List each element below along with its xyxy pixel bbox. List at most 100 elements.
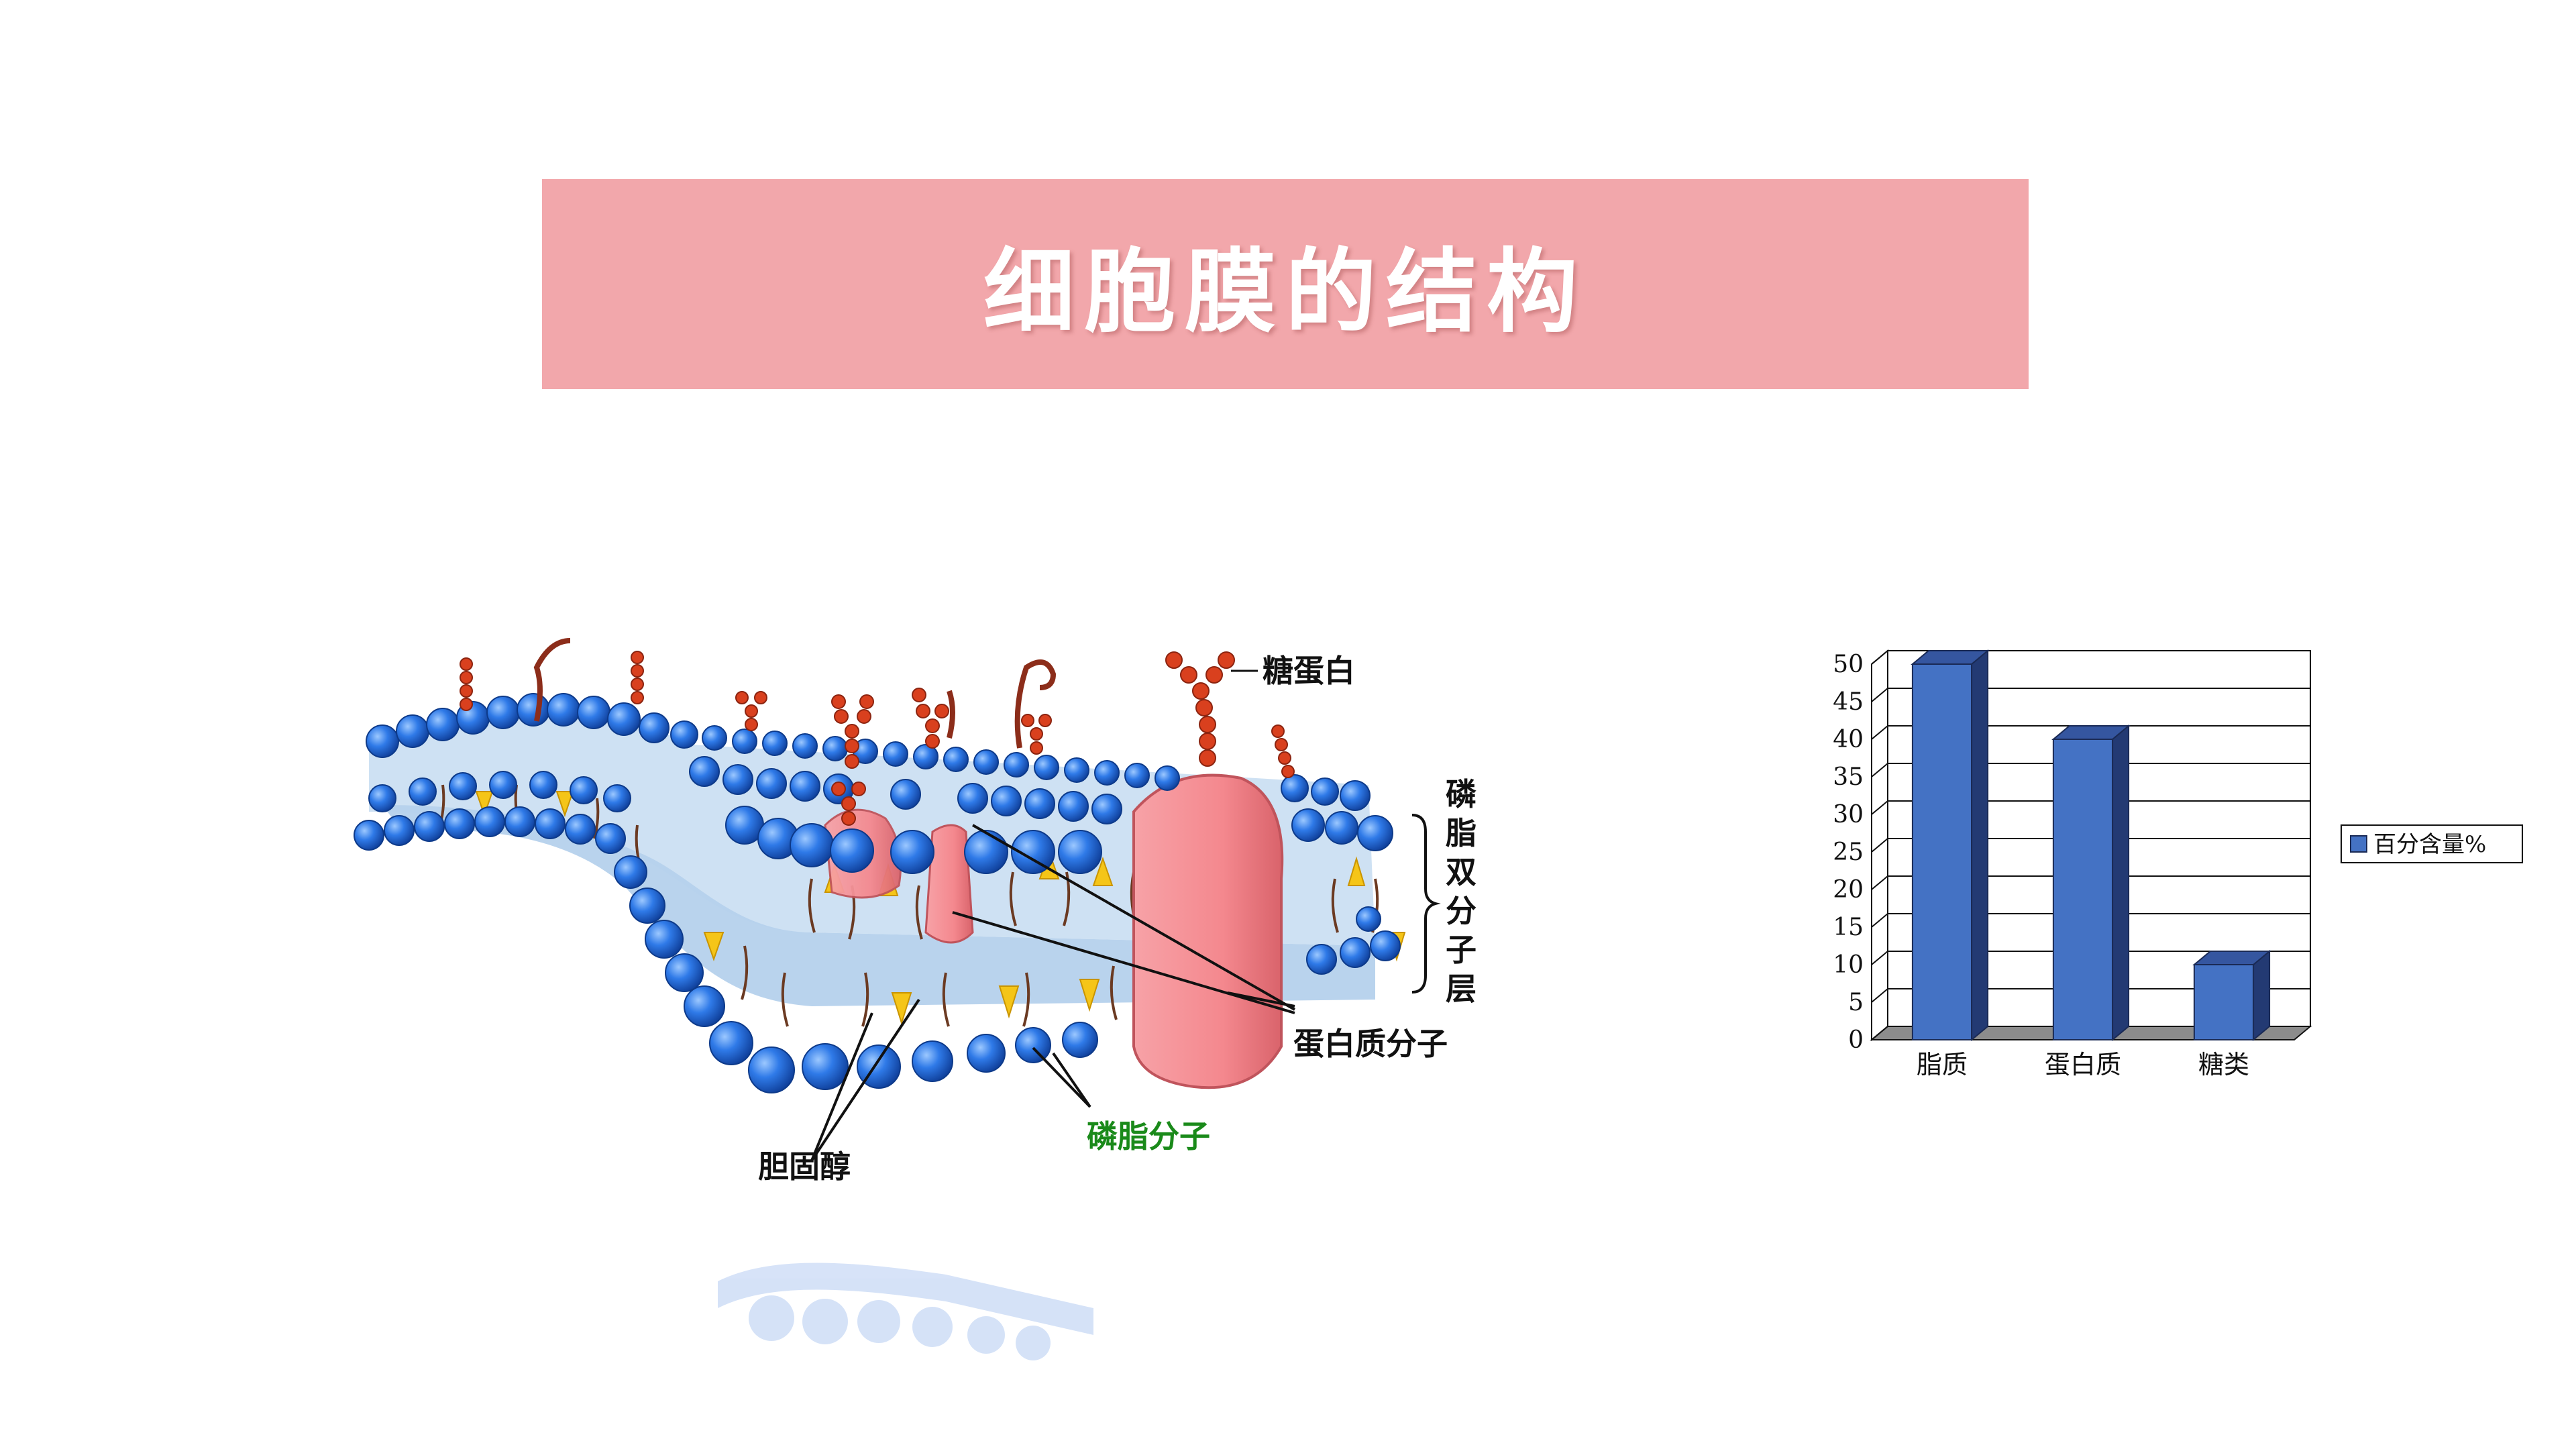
large-protein	[1132, 773, 1284, 1089]
small-protein	[924, 824, 974, 944]
phospholipid-head	[1094, 760, 1120, 786]
phospholipid-head	[991, 786, 1022, 816]
phospholipid-head	[645, 920, 684, 959]
cholesterol-molecule	[475, 791, 494, 818]
phospholipid-head	[1370, 930, 1401, 961]
phospholipid-head	[709, 1021, 753, 1065]
phospholipid-heads-left	[354, 771, 795, 1093]
gridline	[1871, 763, 2310, 777]
phospholipid-head	[722, 764, 753, 795]
sugar-chain	[631, 651, 644, 704]
lipid-tail	[593, 798, 600, 839]
title-banner: 细胞膜的结构	[542, 179, 2029, 389]
glycoprotein-chain	[1165, 651, 1235, 767]
lipid-tail	[915, 885, 923, 940]
bar-side	[2253, 949, 2271, 1042]
cholesterol-molecule	[703, 932, 724, 962]
gridline	[1871, 838, 2310, 853]
y-tick-label: 5	[1848, 989, 1864, 1016]
phospholipid-head	[1356, 906, 1381, 932]
phospholipid-head	[957, 783, 988, 814]
x-category-label: 蛋白质	[2045, 1050, 2121, 1079]
bilayer-label-char: 脂	[1446, 815, 1477, 851]
y-tick-label: 25	[1833, 839, 1864, 866]
y-tick-label: 30	[1833, 801, 1864, 828]
carbohydrate-strand	[533, 638, 571, 722]
phospholipid-head	[614, 855, 647, 889]
phospholipid-head	[384, 815, 415, 846]
gridline	[1871, 951, 2310, 965]
gridline	[1871, 650, 2310, 665]
carbohydrate-strand	[947, 690, 955, 739]
phospholipid-head	[702, 725, 727, 751]
phospholipid-head	[504, 806, 535, 837]
phospholipid-head	[565, 814, 596, 845]
phospholipid-head	[1281, 774, 1309, 802]
sugar-chain	[1021, 714, 1052, 755]
y-tick-label: 10	[1833, 951, 1864, 979]
phospholipid-head	[790, 823, 834, 867]
gridline	[1871, 875, 2310, 890]
phospholipid-head	[1124, 763, 1150, 788]
phospholipid-head	[665, 953, 704, 992]
phospholipid-head	[802, 1043, 849, 1090]
phospholipid-head	[449, 772, 477, 800]
phospholipid-head	[748, 1046, 795, 1093]
phospholipid-head	[1064, 757, 1089, 783]
legend-label: 百分含量%	[2373, 831, 2486, 858]
phospholipid-head	[762, 731, 788, 756]
sugar-chains	[460, 651, 1295, 826]
phospholipid-head	[943, 747, 969, 772]
phospholipid-head	[1015, 1027, 1051, 1063]
phospholipid-head	[1011, 830, 1055, 874]
reflection-band	[718, 1263, 1093, 1335]
phospholipid-head	[426, 708, 460, 741]
phospholipid-head	[1306, 944, 1337, 975]
phospholipid-label: 磷脂分子	[1087, 1118, 1210, 1155]
cholesterol-molecule	[1347, 856, 1366, 886]
phospholipid-head	[603, 784, 631, 812]
phospholipid-head	[368, 784, 396, 812]
phospholipid-head	[1340, 780, 1371, 811]
reflection	[718, 1263, 1093, 1360]
bar-top	[2192, 951, 2271, 965]
phospholipid-head	[444, 808, 475, 839]
phospholipid-head	[973, 749, 999, 775]
protein-leaders	[952, 824, 1295, 1014]
lipid-tail	[741, 945, 749, 1000]
gridline	[1871, 913, 2310, 928]
reflection-head	[802, 1299, 848, 1344]
x-category-label: 糖类	[2198, 1050, 2249, 1079]
phospholipid-leaders	[1032, 1046, 1091, 1108]
bilayer-bracket	[1411, 814, 1441, 994]
phospholipid-head	[366, 724, 399, 758]
bar-top	[1911, 650, 1990, 665]
phospholipid-head	[1058, 791, 1089, 822]
bar-front	[2193, 964, 2255, 1040]
carbohydrate-strand	[1014, 659, 1057, 749]
phospholipid-head	[967, 1034, 1006, 1073]
phospholipid-head	[570, 776, 598, 804]
reflection-head	[1016, 1326, 1051, 1360]
phospholipid-head	[474, 806, 505, 837]
reflection-head	[912, 1307, 953, 1347]
bar-front	[2052, 739, 2114, 1040]
sugar-chain	[831, 694, 874, 769]
lipid-tail	[1022, 972, 1030, 1027]
gridline	[1871, 800, 2310, 815]
membrane-illustration: 糖蛋白 磷 脂 双 分 子 层 蛋白质分子 磷脂分子 胆固醇	[354, 638, 1477, 1360]
slide-title: 细胞膜的结构	[983, 238, 1587, 345]
y-tick-label: 15	[1833, 914, 1864, 941]
phospholipid-head	[607, 702, 641, 736]
cholesterol-molecule	[1092, 856, 1114, 886]
lipid-tail	[1331, 878, 1339, 933]
bilayer-label-char: 子	[1446, 932, 1477, 968]
phospholipid-head	[822, 736, 848, 761]
phospholipid-head	[790, 771, 820, 802]
bilayer-label: 磷 脂 双 分 子 层	[1446, 776, 1477, 1007]
phospholipid-head	[639, 712, 669, 743]
gridline	[1871, 1026, 2310, 1040]
cholesterol-leaders	[810, 998, 920, 1162]
phospholipid-head	[792, 733, 818, 759]
sugar-chain	[460, 657, 473, 711]
